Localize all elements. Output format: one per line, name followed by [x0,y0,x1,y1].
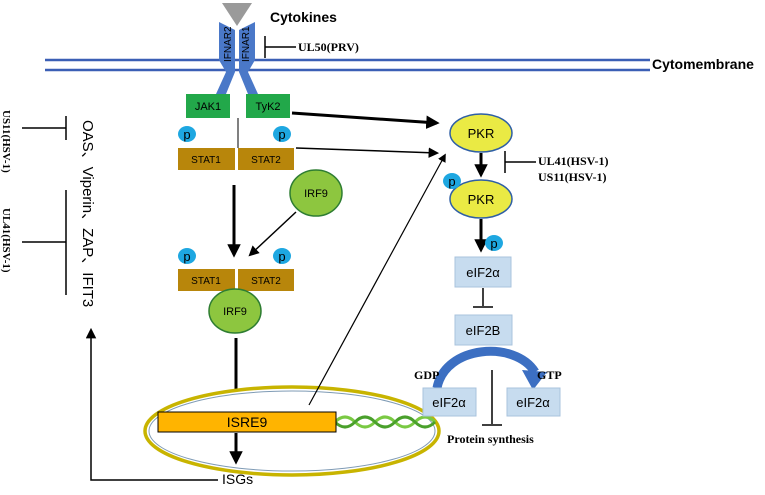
isre9-box [157,411,337,433]
phospho-label: p [183,127,190,142]
ifnar2-label: IFNAR2 [223,26,234,62]
ul41-right-label: UL41(HSV-1) [538,154,608,168]
cytokines-label: Cytokines [270,9,337,25]
ifnar1-label: IFNAR1 [241,26,252,62]
eif2a-label: eIF2α [432,395,466,410]
eif2a-gdp-box [422,387,477,417]
eif2b-label: eIF2B [466,323,501,338]
stat2-box [238,269,294,291]
us11-right-label: US11(HSV-1) [538,170,606,184]
isgs-label: ISGs [222,471,253,487]
stat-to-pkr-arrow [295,147,440,158]
eif2a-label: eIF2α [466,265,500,280]
phospho-icon [178,126,196,142]
irf9-label: IRF9 [304,188,328,200]
irf9-circle [208,288,262,334]
ul50-label: UL50(PRV) [298,40,359,54]
stat2-label: STAT2 [251,276,281,287]
phospho-icon [273,248,291,264]
gdp-gtp-exchange-arc [432,346,539,390]
ifnar1-chain [239,22,258,94]
phospho-label: p [490,236,497,251]
cytokine-triangle-icon [222,3,252,26]
pkr-ellipse [449,179,513,219]
phospho-icon [485,235,503,251]
cytomembrane [45,58,650,72]
stat1-box [178,148,235,170]
eif2a-box [454,256,512,288]
ul41-left-label: UL41(HSV-1) [0,208,12,273]
irf9-label: IRF9 [223,306,247,318]
isgs-to-effectors-arrow [85,327,218,481]
stat1-box [178,269,235,291]
phospho-icon [443,173,461,189]
us11-left-label: US11(HSV-1) [0,110,12,173]
stat1-label: STAT1 [191,155,221,166]
phospho-label: p [278,127,285,142]
ifnar-receptor: IFNAR2 IFNAR1 [216,22,258,94]
jak1-label: JAK1 [195,101,221,113]
pkr-label: PKR [468,126,495,141]
eif2a-gtp-box [506,387,561,417]
dna-strand [333,415,437,429]
dna-strand [333,415,437,429]
isre9-label: ISRE9 [227,414,268,430]
phospho-icon [273,126,291,142]
phospho-icon [178,248,196,264]
eif2a-label: eIF2α [516,395,550,410]
gdp-label: GDP [414,368,439,382]
gdp-gtp-arrowhead [522,370,547,390]
protein-synthesis-label: Protein synthesis [447,432,534,446]
tyk2-to-pkr-arrow [291,111,440,129]
pkr-ellipse [449,113,513,153]
isgs-to-pkr-arrow [308,153,446,406]
phospho-label: p [448,174,455,189]
cytomembrane-label: Cytomembrane [652,56,754,72]
phospho-label: p [278,249,285,264]
stat1-label: STAT1 [191,276,221,287]
jak1-box [186,94,230,118]
stat2-label: STAT2 [251,155,281,166]
tyk2-box [246,94,290,118]
irf9-to-isgf3-arrow [248,211,297,257]
phospho-label: p [183,249,190,264]
tyk2-label: TyK2 [255,101,280,113]
effectors-label: OAS、Viperin、ZAP、IFIT3 [79,120,96,307]
gtp-label: GTP [537,368,562,382]
pkr-label: PKR [468,192,495,207]
eif2b-box [454,314,513,346]
ifnar2-chain [216,22,235,94]
irf9-circle [289,169,343,217]
stat2-box [238,148,294,170]
nucleus-inner-border [148,390,436,472]
